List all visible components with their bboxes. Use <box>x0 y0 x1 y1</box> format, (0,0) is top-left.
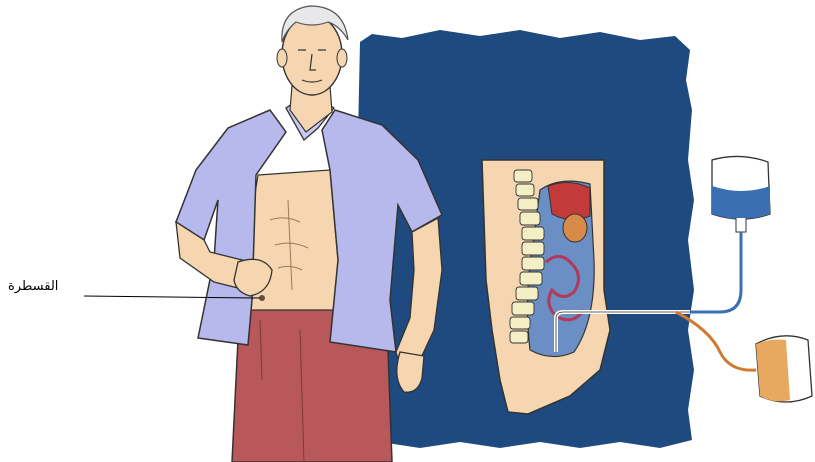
catheter-label: القسطرة <box>8 279 58 294</box>
organ-orange <box>563 214 587 242</box>
left-ear <box>277 49 287 67</box>
drain-fluid <box>756 340 790 402</box>
organ-red <box>548 182 590 219</box>
right-ear <box>337 49 347 67</box>
inflow-tube <box>690 232 741 312</box>
top-bag-outlet <box>736 218 746 232</box>
